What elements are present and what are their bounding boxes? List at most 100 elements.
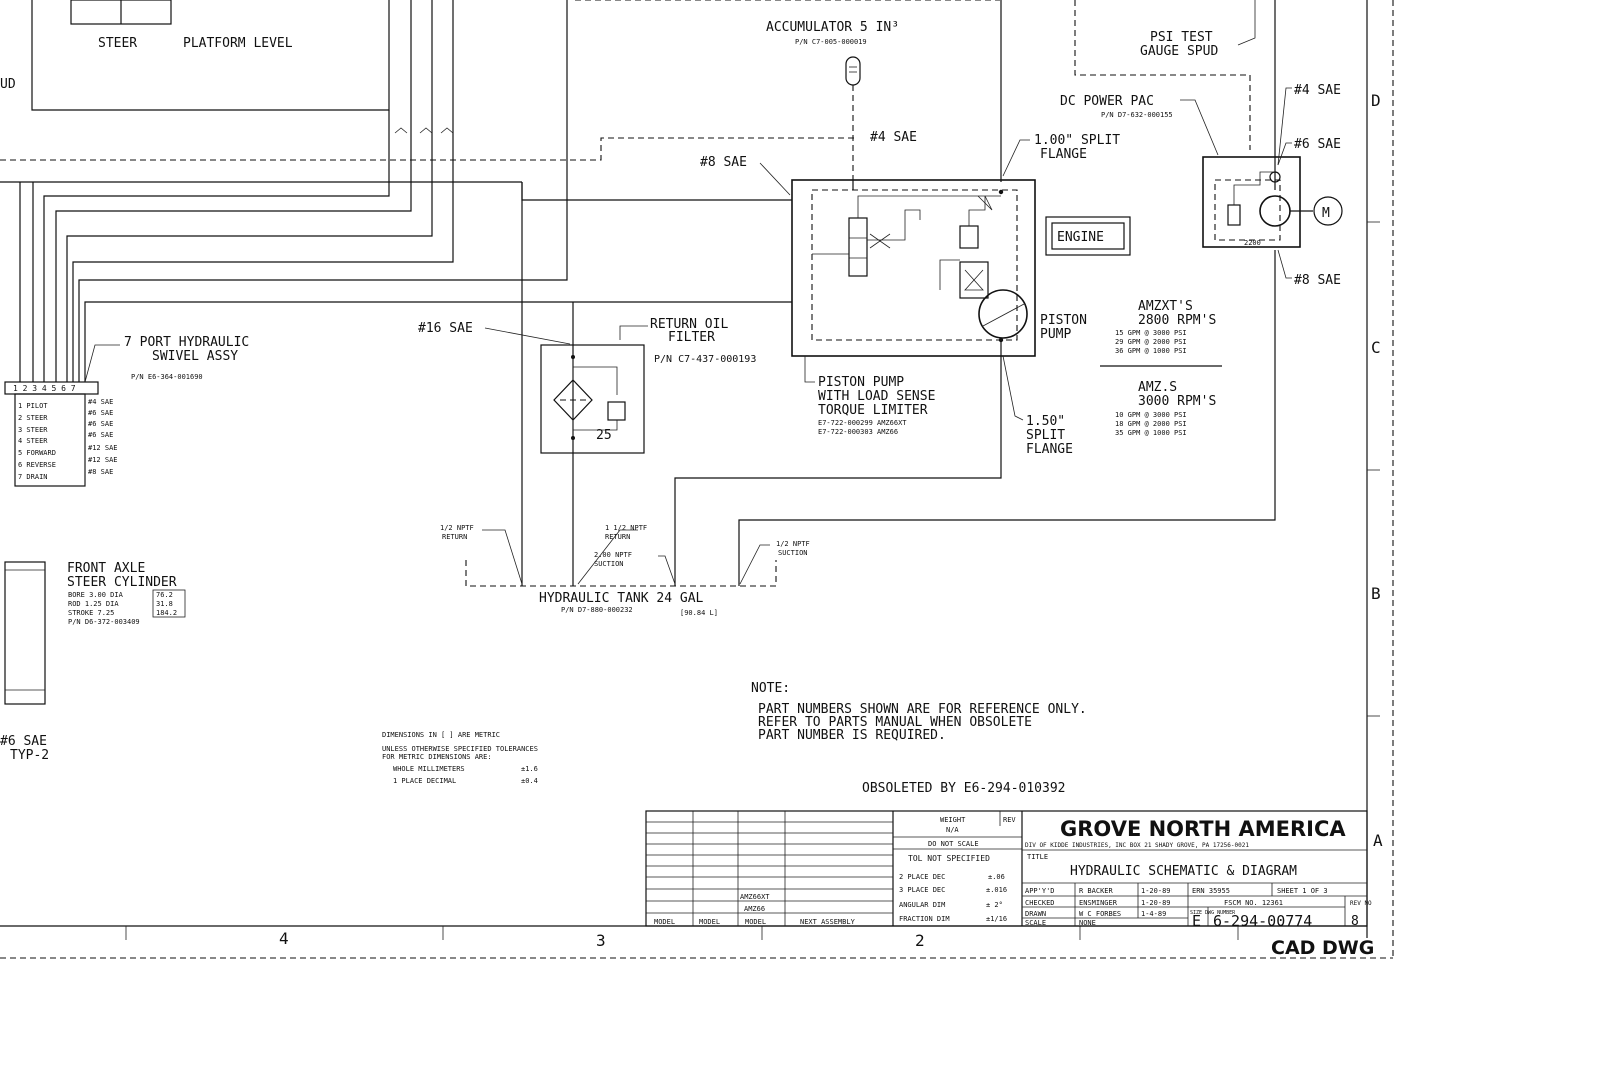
engine-box xyxy=(1045,216,1131,256)
fitting-sae4-label: #4 SAE xyxy=(870,130,917,145)
pump-desc-line3: TORQUE LIMITER xyxy=(818,403,928,418)
drawing-title: HYDRAULIC SCHEMATIC & DIAGRAM xyxy=(1070,864,1297,879)
swivel-row-size: #4 SAE xyxy=(88,398,113,406)
checked-date: 1-20-89 xyxy=(1141,899,1171,907)
tol-3-place-label: 3 PLACE DEC xyxy=(899,886,945,894)
dc-sae6-leader xyxy=(1277,142,1292,166)
amzxt-row-1: 15 GPM @ 3000 PSI xyxy=(1115,329,1187,337)
sae6-typ-label-1: #6 SAE xyxy=(0,734,47,749)
piston-pump-assembly xyxy=(791,179,1036,357)
steer-platform-block xyxy=(31,0,390,111)
hydraulic-tank-symbol xyxy=(465,529,777,587)
drawing-border xyxy=(0,0,1394,959)
weight-label: WEIGHT xyxy=(940,816,966,824)
drawing-number: 6-294-00774 xyxy=(1213,912,1312,930)
drawn-label: DRAWN xyxy=(1025,910,1046,918)
platform-level-label: PLATFORM LEVEL xyxy=(183,36,293,51)
amzs-row-3: 35 GPM @ 1000 PSI xyxy=(1115,429,1187,437)
split-flange-100-leader xyxy=(1002,139,1030,177)
front-axle-rod: ROD 1.25 DIA xyxy=(68,600,119,608)
front-axle-metric-stroke: 184.2 xyxy=(156,609,177,617)
model-header: MODEL xyxy=(654,918,675,926)
steer-label: STEER xyxy=(98,36,137,51)
pump-part-number-2: E7-722-000303 AMZ66 xyxy=(818,428,898,436)
dc-fitting-sae4: #4 SAE xyxy=(1294,83,1341,98)
rev-label: REV xyxy=(1003,816,1016,824)
approved-label: APP'Y'D xyxy=(1025,887,1055,895)
accumulator-part-number: P/N C7-005-000019 xyxy=(795,38,867,46)
rev-number: 8 xyxy=(1351,914,1359,929)
pump-desc-line2: WITH LOAD SENSE xyxy=(818,389,935,404)
accumulator-title: ACCUMULATOR 5 IN³ xyxy=(766,20,899,35)
note-line-1: PART NUMBERS SHOWN ARE FOR REFERENCE ONL… xyxy=(758,702,1087,717)
dc-power-pac-leader xyxy=(1180,99,1219,156)
dims-row-2-value: ±0.4 xyxy=(521,777,538,785)
approved-name: R BACKER xyxy=(1079,887,1114,895)
piston-pump-label-1: PISTON xyxy=(1040,313,1087,328)
tol-angular-label: ANGULAR DIM xyxy=(899,901,945,909)
tol-fraction-value: ±1/16 xyxy=(986,915,1007,923)
front-axle-metric-box xyxy=(152,589,186,618)
tank-port-suction-200-l1: 2.00 NPTF xyxy=(594,551,632,559)
front-axle-bore: BORE 3.00 DIA xyxy=(68,591,124,599)
swivel-row-size: #12 SAE xyxy=(88,444,118,452)
front-axle-stroke: STROKE 7.25 xyxy=(68,609,114,617)
swivel-row-size: #6 SAE xyxy=(88,431,113,439)
swivel-row-name: 4 STEER xyxy=(18,437,48,445)
dc-fitting-sae6: #6 SAE xyxy=(1294,137,1341,152)
pump-part-number-1: E7-722-000299 AMZ66XT xyxy=(818,419,907,427)
swivel-row-size: #8 SAE xyxy=(88,468,113,476)
dc-power-pac-symbol xyxy=(1202,156,1343,248)
amzs-row-1: 10 GPM @ 3000 PSI xyxy=(1115,411,1187,419)
dims-row-1-label: WHOLE MILLIMETERS xyxy=(393,765,465,773)
zone-label-b: B xyxy=(1371,584,1381,603)
company-address: DIV OF KIDDE INDUSTRIES, INC BOX 21 SHAD… xyxy=(1025,842,1249,849)
piston-pump-label-2: PUMP xyxy=(1040,327,1071,342)
drawn-name: W C FORBES xyxy=(1079,910,1121,918)
dims-row-2-label: 1 PLACE DECIMAL xyxy=(393,777,456,785)
tol-angular-value: ± 2° xyxy=(986,901,1003,909)
sheet-number: SHEET 1 OF 3 xyxy=(1277,887,1328,895)
dc-power-pac-code: 2200 xyxy=(1244,239,1261,247)
dc-fitting-sae8: #8 SAE xyxy=(1294,273,1341,288)
front-axle-metric-bore: 76.2 xyxy=(156,591,173,599)
swivel-row-name: 2 STEER xyxy=(18,414,48,422)
swivel-row-size: #6 SAE xyxy=(88,420,113,428)
title-block xyxy=(645,810,1368,927)
amzxt-rpm: 2800 RPM'S xyxy=(1138,313,1216,328)
swivel-part-number: P/N E6-364-001690 xyxy=(131,373,203,381)
swivel-row-name: 3 STEER xyxy=(18,426,48,434)
split-flange-150-line2: SPLIT xyxy=(1026,428,1065,443)
drawn-date: 1-4-89 xyxy=(1141,910,1166,918)
fscm-number: FSCM NO. 12361 xyxy=(1224,899,1283,907)
amzxt-row-2: 29 GPM @ 2000 PSI xyxy=(1115,338,1187,346)
tank-port-return-112-l1: 1 1/2 NPTF xyxy=(605,524,647,532)
gauge-spud-label: GAUGE SPUD xyxy=(1140,44,1218,59)
tol-3-place-value: ±.016 xyxy=(986,886,1007,894)
tank-port-suction-200-l2: SUCTION xyxy=(594,560,624,568)
dims-row-1-value: ±1.6 xyxy=(521,765,538,773)
front-axle-metric-rod: 31.8 xyxy=(156,600,173,608)
approved-date: 1-20-89 xyxy=(1141,887,1171,895)
swivel-row-size: #6 SAE xyxy=(88,409,113,417)
swivel-row-size: #12 SAE xyxy=(88,456,118,464)
split-flange-150-leader xyxy=(1002,355,1024,421)
dims-line-2: UNLESS OTHERWISE SPECIFIED TOLERANCES xyxy=(382,745,538,753)
note-line-3: PART NUMBER IS REQUIRED. xyxy=(758,728,946,743)
dc-motor-symbol: M xyxy=(1322,206,1330,221)
tank-port-return-112-l2: RETURN xyxy=(605,533,630,541)
checked-name: ENSMINGER xyxy=(1079,899,1118,907)
drawing-size: E xyxy=(1192,912,1201,930)
note-line-2: REFER TO PARTS MANUAL WHEN OBSOLETE xyxy=(758,715,1032,730)
swivel-row-name: 1 PILOT xyxy=(18,402,48,410)
amzs-rpm: 3000 RPM'S xyxy=(1138,394,1216,409)
split-flange-100-line1: 1.00" SPLIT xyxy=(1034,133,1120,148)
tank-port-return-half-l1: 1/2 NPTF xyxy=(440,524,474,532)
sae16-leader xyxy=(484,327,571,345)
tank-title: HYDRAULIC TANK 24 GAL xyxy=(539,591,704,606)
psi-test-label: PSI TEST xyxy=(1150,30,1213,45)
return-filter-symbol xyxy=(540,325,648,454)
zone-label-2: 2 xyxy=(915,931,925,950)
obsoleted-by: OBSOLETED BY E6-294-010392 xyxy=(862,781,1066,796)
